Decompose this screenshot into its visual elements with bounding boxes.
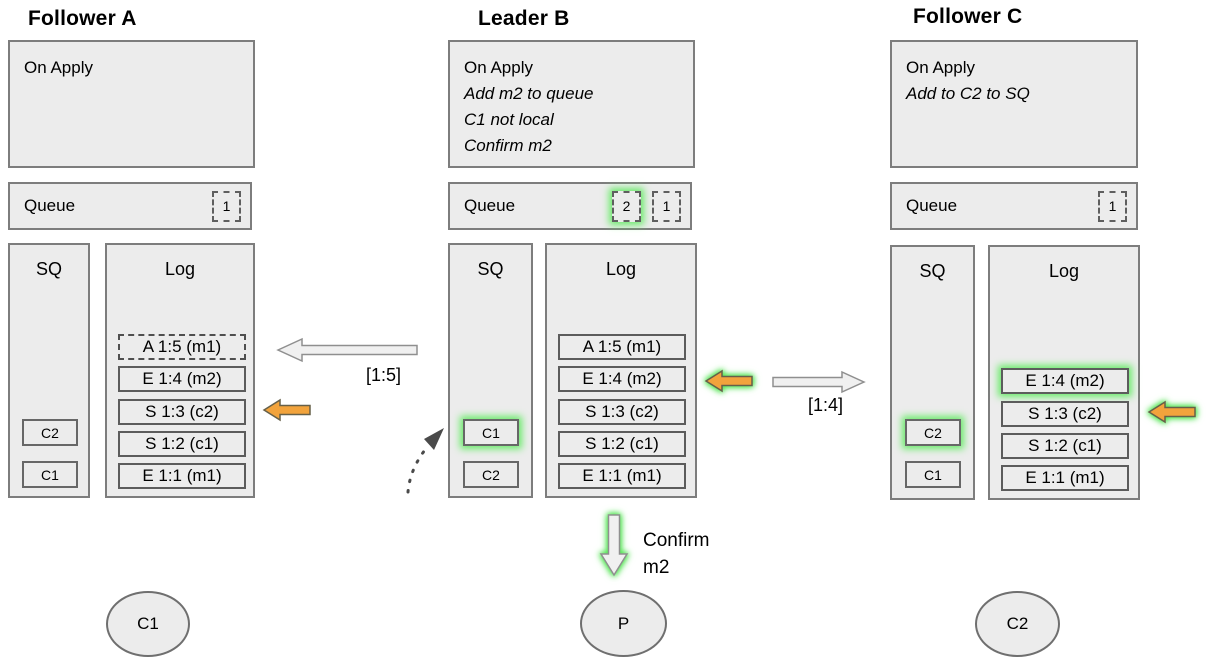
log-entry-e11: E 1:1 (m1): [558, 463, 686, 489]
log-entry-e11: E 1:1 (m1): [1001, 465, 1129, 491]
follower-a-title: Follower A: [28, 7, 137, 30]
on-apply-note: Confirm m2: [464, 136, 552, 155]
apply-arrow-b-icon: [704, 369, 753, 393]
confirm-label-line1: Confirm: [643, 530, 710, 551]
leader-b-log-box: Log A 1:5 (m1) E 1:4 (m2) S 1:3 (c2) S 1…: [545, 243, 697, 498]
sq-item-c2: C2: [905, 419, 961, 446]
follower-a-log-box: Log A 1:5 (m1) E 1:4 (m2) S 1:3 (c2) S 1…: [105, 243, 255, 498]
confirm-label-line2: m2: [643, 557, 670, 578]
log-entry-s12: S 1:2 (c1): [558, 431, 686, 457]
sq-item-c1: C1: [905, 461, 961, 488]
apply-arrow-c-icon: [1147, 400, 1196, 424]
client-node-c2: C2: [975, 591, 1060, 657]
dotted-arrow-icon: [406, 428, 444, 494]
apply-arrow-a-icon: [262, 398, 311, 422]
sq-item-c2: C2: [22, 419, 78, 446]
queue-label: Queue: [906, 196, 958, 215]
on-apply-label: On Apply: [464, 58, 533, 77]
leader-b-on-apply-box: On Apply Add m2 to queue C1 not local Co…: [448, 40, 695, 168]
log-label: Log: [605, 259, 637, 279]
follower-c-sq-box: SQ C2 C1: [890, 245, 975, 500]
leader-b-sq-box: SQ C1 C2: [448, 243, 533, 498]
leader-b-queue-box: Queue 2 1: [448, 182, 692, 230]
follower-a-on-apply-box: On Apply: [8, 40, 255, 168]
log-entry-a15: A 1:5 (m1): [558, 334, 686, 360]
sq-item-c2: C2: [463, 461, 519, 488]
follower-a-queue-box: Queue 1: [8, 182, 252, 230]
queue-label: Queue: [24, 196, 76, 215]
follower-c-on-apply-box: On Apply Add to C2 to SQ: [890, 40, 1138, 168]
sq-item-c1: C1: [22, 461, 78, 488]
client-node-c1: C1: [106, 591, 190, 657]
queue-item-1: 1: [212, 190, 241, 222]
log-entry-s13: S 1:3 (c2): [558, 399, 686, 425]
on-apply-label: On Apply: [24, 58, 93, 77]
replicate-range-label-c: [1:4]: [808, 395, 844, 415]
log-label: Log: [164, 259, 196, 279]
log-entry-s12: S 1:2 (c1): [1001, 433, 1129, 459]
queue-label: Queue: [464, 196, 516, 215]
queue-item-1: 1: [1098, 190, 1127, 222]
log-entry-s13: S 1:3 (c2): [1001, 401, 1129, 427]
follower-a-sq-box: SQ C2 C1: [8, 243, 90, 498]
sq-label: SQ: [35, 259, 62, 279]
log-entry-s13: S 1:3 (c2): [118, 399, 246, 425]
on-apply-note: Add to C2 to SQ: [906, 84, 1030, 103]
on-apply-note: C1 not local: [464, 110, 554, 129]
log-entry-e11: E 1:1 (m1): [118, 463, 246, 489]
follower-c-title: Follower C: [913, 5, 1023, 28]
replicate-arrow-left-icon: [276, 337, 418, 363]
replicate-range-label-a: [1:5]: [366, 365, 402, 385]
log-entry-e14: E 1:4 (m2): [558, 366, 686, 392]
queue-item-2: 2: [612, 190, 641, 222]
confirm-label: Confirm m2: [643, 527, 710, 581]
follower-c-log-box: Log E 1:4 (m2) S 1:3 (c2) S 1:2 (c1) E 1…: [988, 245, 1140, 500]
client-node-c1-label: C1: [137, 614, 159, 633]
follower-c-queue-box: Queue 1: [890, 182, 1138, 230]
log-entry-e14: E 1:4 (m2): [1001, 368, 1129, 394]
log-entry-s12: S 1:2 (c1): [118, 431, 246, 457]
proposer-node-p-label: P: [617, 613, 630, 633]
on-apply-note: Add m2 to queue: [464, 84, 594, 103]
log-entry-a15: A 1:5 (m1): [118, 334, 246, 360]
sq-label: SQ: [919, 261, 946, 281]
client-node-c2-label: C2: [1006, 614, 1029, 633]
sq-label: SQ: [477, 259, 504, 279]
confirm-arrow-icon: [599, 514, 629, 577]
log-label: Log: [1048, 261, 1080, 281]
sq-item-c1: C1: [463, 419, 519, 446]
on-apply-label: On Apply: [906, 58, 975, 77]
leader-b-title: Leader B: [478, 7, 570, 30]
proposer-node-p: P: [580, 590, 667, 657]
queue-item-1: 1: [652, 190, 681, 222]
replicate-arrow-right-icon: [772, 370, 866, 394]
log-entry-e14: E 1:4 (m2): [118, 366, 246, 392]
